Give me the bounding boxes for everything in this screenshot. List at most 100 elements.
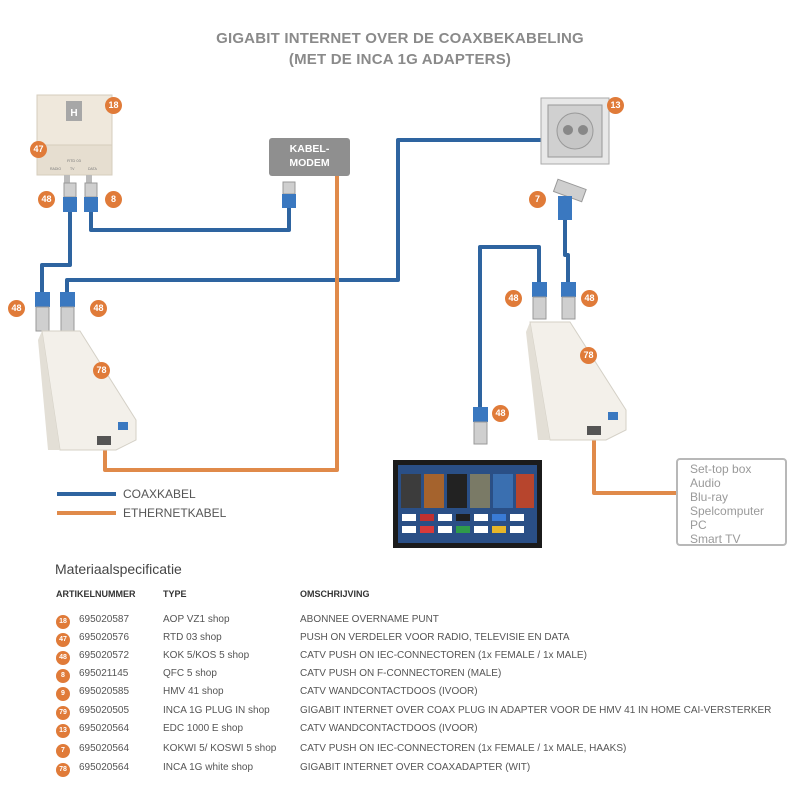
badge-koswi: 7	[529, 191, 546, 208]
row-article-number: 695020564	[79, 723, 130, 734]
row-badge: 18	[56, 615, 70, 629]
table-row: 9 695020585 HMV 41 shop CATV WANDCONTACT…	[0, 686, 800, 703]
row-article-number: 695020505	[79, 705, 130, 716]
connector-wall-right	[561, 282, 576, 320]
connector-modem	[282, 181, 296, 208]
row-type: RTD 03 shop	[163, 632, 222, 643]
row-badge: 8	[56, 669, 70, 683]
badge-split-left: 48	[8, 300, 25, 317]
column-header-desc: OMSCHRIJVING	[300, 589, 370, 599]
row-description: GIGABIT INTERNET OVER COAX PLUG IN ADAPT…	[300, 705, 772, 716]
coax-qfc-to-modem	[89, 208, 291, 232]
device-item: PC	[690, 518, 707, 532]
column-header-type: TYPE	[163, 589, 187, 599]
table-row: 7 695020564 KOKWI 5/ KOSWI 5 shop CATV P…	[0, 743, 800, 760]
box-label-data: DATA	[88, 167, 97, 171]
box-label-radio: RADIO	[50, 167, 61, 171]
modem-label-line2: MODEM	[289, 157, 330, 169]
spec-heading: Materiaalspecificatie	[55, 561, 182, 577]
svg-text:H: H	[70, 108, 77, 119]
badge-inca-right: 78	[580, 347, 597, 364]
table-row: 48 695020572 KOK 5/KOS 5 shop CATV PUSH …	[0, 650, 800, 667]
row-badge: 79	[56, 706, 70, 720]
badge-wall-left: 48	[505, 290, 522, 307]
connector-koswi	[552, 178, 587, 220]
connector-qfc-aop	[84, 182, 98, 212]
row-type: INCA 1G PLUG IN shop	[163, 705, 270, 716]
row-article-number: 695020564	[79, 762, 130, 773]
aop-box: H RTD 03 RADIO TV DATA	[36, 94, 113, 183]
row-description: ABONNEE OVERNAME PUNT	[300, 614, 439, 625]
row-type: HMV 41 shop	[163, 686, 224, 697]
device-item: Spelcomputer	[690, 504, 765, 518]
row-type: AOP VZ1 shop	[163, 614, 230, 625]
row-badge: 13	[56, 724, 70, 738]
ethernet-right-adapter-to-devices	[592, 435, 676, 495]
row-description: CATV WANDCONTACTDOOS (IVOOR)	[300, 723, 478, 734]
legend-ethernet-label: ETHERNETKABEL	[123, 506, 227, 520]
device-item: Audio	[690, 476, 721, 490]
connector-tv	[473, 407, 488, 445]
row-type: QFC 5 shop	[163, 668, 217, 679]
row-article-number: 695020564	[79, 743, 130, 754]
connector-wall-left	[532, 282, 547, 320]
row-article-number: 695020587	[79, 614, 130, 625]
table-row: 13 695020564 EDC 1000 E shop CATV WANDCO…	[0, 723, 800, 740]
device-item: Smart TV	[690, 532, 741, 546]
network-diagram: H RTD 03 RADIO TV DATA	[35, 94, 676, 548]
badge-split-right: 48	[90, 300, 107, 317]
diagram-subtitle: (MET DE INCA 1G ADAPTERS)	[288, 51, 512, 68]
row-description: CATV PUSH ON IEC-CONNECTOREN (1x FEMALE …	[300, 743, 627, 754]
badge-rtd: 47	[30, 141, 47, 158]
device-item: Blu-ray	[690, 490, 729, 504]
row-description: PUSH ON VERDELER VOOR RADIO, TELEVISIE E…	[300, 632, 570, 643]
badge-inca-left: 78	[93, 362, 110, 379]
box-model-label: RTD 03	[67, 158, 81, 163]
inca-adapter-left	[38, 330, 137, 451]
smart-tv	[393, 460, 542, 548]
row-article-number: 695020572	[79, 650, 130, 661]
table-row: 79 695020505 INCA 1G PLUG IN shop GIGABI…	[0, 705, 800, 722]
diagram-title: GIGABIT INTERNET OVER DE COAXBEKABELING	[216, 30, 584, 47]
table-row: 47 695020576 RTD 03 shop PUSH ON VERDELE…	[0, 632, 800, 649]
device-item: Set-top box	[690, 462, 752, 476]
table-row: 8 695021145 QFC 5 shop CATV PUSH ON F-CO…	[0, 668, 800, 685]
connector-split-left	[35, 292, 50, 332]
modem-label-line1: KABEL-	[289, 143, 330, 155]
ethernet-modem-to-left-adapter	[103, 176, 339, 472]
coax-aop-to-split	[40, 212, 72, 296]
cable-modem: KABEL- MODEM	[269, 138, 350, 176]
row-badge: 7	[56, 744, 70, 758]
table-row: 78 695020564 INCA 1G white shop GIGABIT …	[0, 762, 800, 779]
badge-tv-connector: 48	[492, 405, 509, 422]
row-badge: 78	[56, 763, 70, 777]
row-badge: 47	[56, 633, 70, 647]
coax-split-to-wall	[65, 138, 560, 296]
row-description: GIGABIT INTERNET OVER COAXADAPTER (WIT)	[300, 762, 531, 773]
row-type: EDC 1000 E shop	[163, 723, 244, 734]
row-article-number: 695020585	[79, 686, 130, 697]
badge-aop: 18	[105, 97, 122, 114]
badge-qfc: 8	[105, 191, 122, 208]
badge-kok-aop: 48	[38, 191, 55, 208]
row-badge: 48	[56, 651, 70, 665]
row-description: CATV WANDCONTACTDOOS (IVOOR)	[300, 686, 478, 697]
row-article-number: 695020576	[79, 632, 130, 643]
box-label-tv: TV	[70, 167, 75, 171]
row-description: CATV PUSH ON F-CONNECTOREN (MALE)	[300, 668, 502, 679]
row-article-number: 695021145	[79, 668, 129, 679]
row-type: INCA 1G white shop	[163, 762, 254, 773]
devices-list: Set-top box Audio Blu-ray Spelcomputer P…	[676, 458, 787, 546]
legend-coax-label: COAXKABEL	[123, 487, 196, 501]
row-badge: 9	[56, 687, 70, 701]
wall-outlet	[540, 97, 610, 165]
coax-tv-to-right-adapter	[478, 245, 541, 407]
column-header-nr: ARTIKELNUMMER	[56, 589, 136, 599]
connector-kok-aop	[63, 182, 77, 212]
table-row: 18 695020587 AOP VZ1 shop ABONNEE OVERNA…	[0, 614, 800, 631]
inca-adapter-right	[526, 321, 627, 441]
row-description: CATV PUSH ON IEC-CONNECTOREN (1x FEMALE …	[300, 650, 587, 661]
row-type: KOKWI 5/ KOSWI 5 shop	[163, 743, 277, 754]
row-type: KOK 5/KOS 5 shop	[163, 650, 250, 661]
connector-split-right	[60, 292, 75, 332]
